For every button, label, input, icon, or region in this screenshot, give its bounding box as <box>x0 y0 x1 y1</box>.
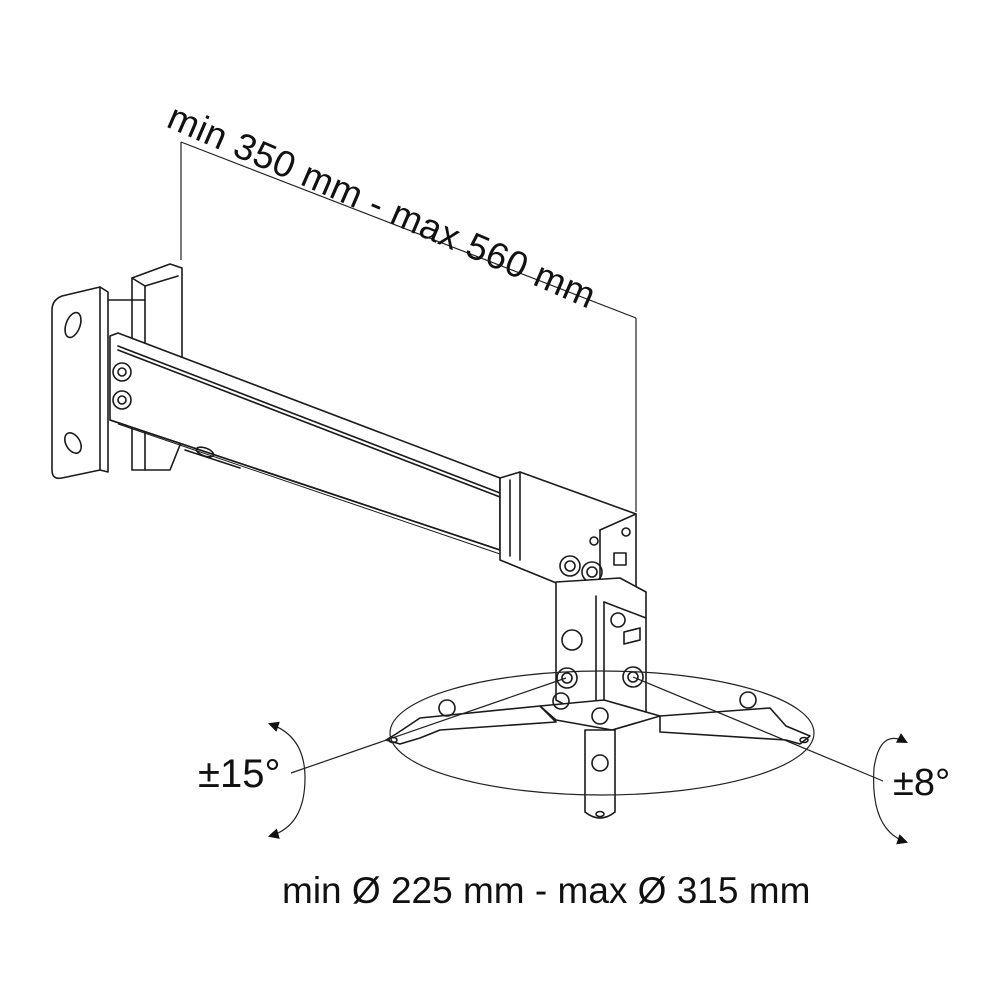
mount-diameter-ellipse <box>389 670 815 796</box>
spider-base <box>385 691 811 819</box>
arm-length-dimension <box>180 141 637 512</box>
inner-arm-tube <box>499 471 637 601</box>
tilt-arrow-icon <box>267 677 567 839</box>
swivel-arrow-icon <box>632 676 909 845</box>
swivel-angle-label: ±8° <box>893 762 951 804</box>
wall-plate <box>51 263 183 480</box>
mount-diameter-label: min Ø 225 mm - max Ø 315 mm <box>282 870 811 911</box>
tilt-angle-label: ±15° <box>198 752 281 796</box>
